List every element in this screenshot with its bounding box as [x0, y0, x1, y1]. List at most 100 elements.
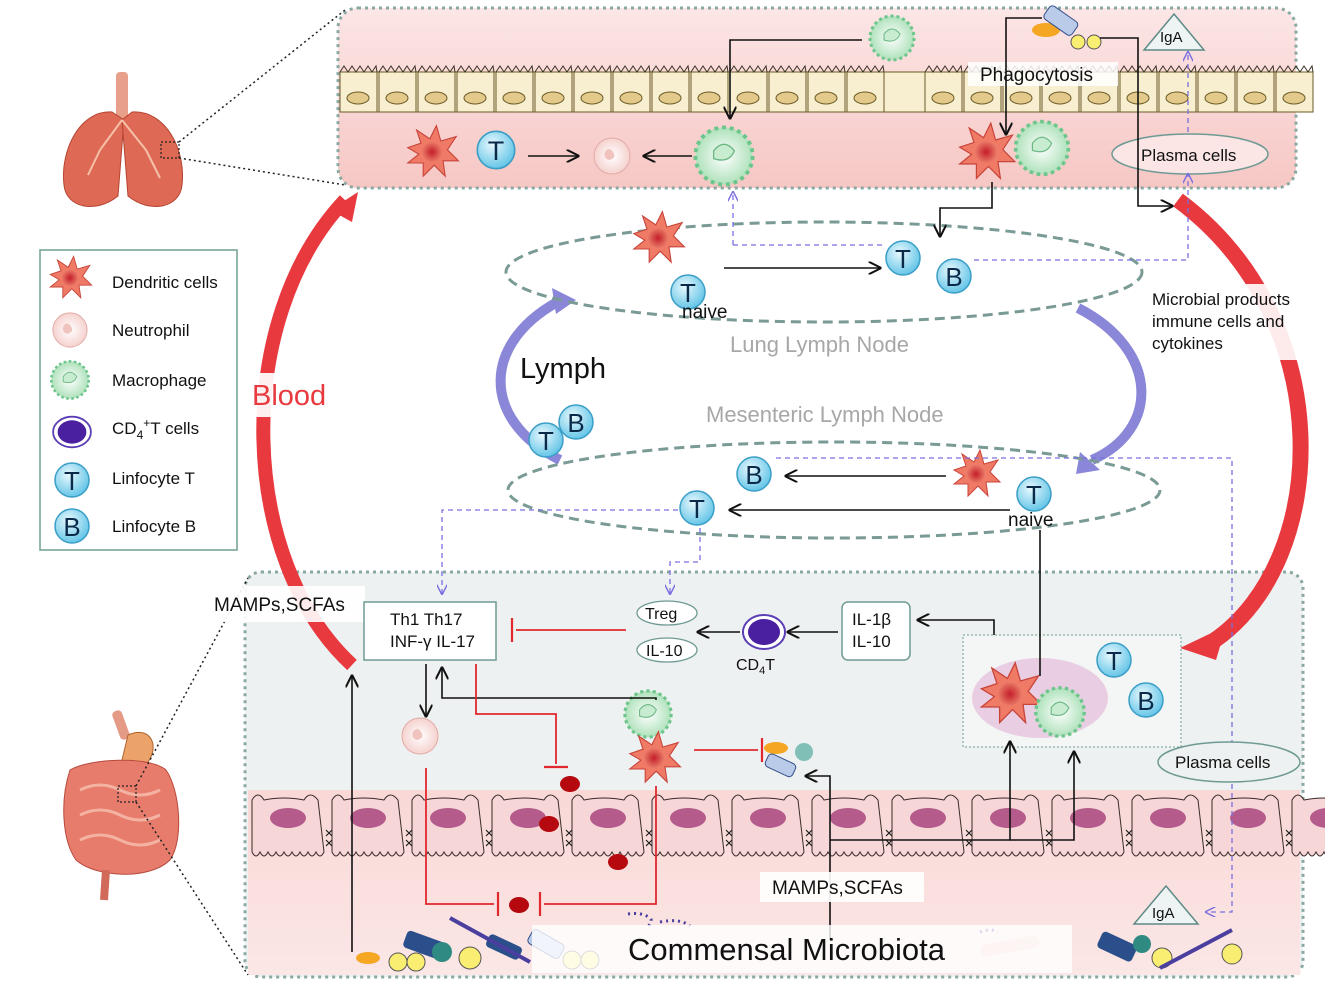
inhibit-neutrophil-path	[425, 768, 494, 905]
lung-epithelial-cell	[690, 64, 729, 113]
plasma-cells-bottom-label: Plasma cells	[1175, 753, 1270, 772]
arrow-up-to-mac-cluster	[1010, 752, 1074, 841]
svg-text:T: T	[1106, 646, 1122, 676]
mes-node-naive-t-cell: T	[1016, 476, 1052, 512]
gut-epithelial-cell	[251, 794, 333, 857]
gut-epithelium	[251, 794, 1325, 857]
legend-neutrophil-icon	[52, 312, 88, 348]
legend-b-icon: B	[54, 508, 90, 544]
lung-node-b-cell: B	[936, 258, 972, 294]
treg-badge	[636, 600, 698, 626]
gut-cluster-b-cell: B	[1128, 682, 1164, 718]
dashed-plasma-to-iga-bottom	[1206, 784, 1233, 912]
mamps-left-label: MAMPs,SCFAs	[214, 595, 345, 616]
microbe-shape	[449, 916, 531, 964]
legend-label-t: Linfocyte T	[112, 469, 195, 488]
arrow-microbe-to-dc	[1006, 17, 1042, 134]
treg-label: Treg	[645, 606, 677, 623]
microbial-products-bg	[1146, 284, 1318, 360]
inhibit-dc-path	[544, 786, 657, 905]
lung-epithelial-cell	[651, 64, 690, 113]
blood-label-bg	[244, 373, 362, 417]
dashed-t-to-th	[442, 509, 678, 594]
gut-epithelial-cell	[491, 794, 573, 857]
legend-label-dendritic: Dendritic cells	[112, 273, 218, 292]
arrow-microbe-to-blood	[1100, 37, 1172, 206]
lung-node-t-cell: T	[885, 240, 921, 276]
arrow-to-lung-macrophage	[730, 39, 862, 118]
gut-cluster-t-cell: T	[1096, 642, 1132, 678]
legend-box	[39, 249, 238, 551]
microbe-shape	[388, 952, 408, 972]
svg-text:B: B	[1137, 686, 1154, 716]
phagocytosis-bg	[968, 62, 1118, 86]
lung-epithelial-cell	[495, 64, 534, 113]
dashed-b-to-plasma	[974, 174, 1188, 261]
lung-epithelial-cell	[807, 64, 846, 113]
microbe-shape	[1159, 928, 1233, 970]
lung-epithelial-cell	[1236, 64, 1275, 113]
th-cytokine-label: Th1 Th17 INF-γ IL-17	[390, 610, 475, 651]
intestine-organ-icon	[63, 710, 180, 901]
cd4t-label: CD4T	[736, 657, 775, 677]
gut-epithelial-cell	[1131, 794, 1213, 857]
lung-epithelial-cell	[612, 64, 651, 113]
lung-epithelial-cell	[417, 64, 456, 113]
lung-epithelial-cell	[924, 64, 963, 113]
mamps-left-bg	[203, 586, 365, 622]
il-cytokine-box	[841, 601, 911, 661]
microbe-shape	[1133, 935, 1151, 953]
lung-lymph-node-label: Lung Lymph Node	[730, 332, 909, 357]
arrow-dc-to-th	[442, 668, 657, 700]
svg-text:T: T	[895, 244, 911, 274]
gut-epithelial-cell	[1291, 794, 1325, 857]
il-cytokine-label: IL-1β IL-10	[852, 610, 896, 651]
plasma-cells-top-label: Plasma cells	[1141, 146, 1236, 165]
lung-epithelial-cell	[846, 64, 885, 113]
lung-zoom-line-top	[178, 9, 346, 143]
blood-arrow-left-head	[330, 192, 358, 222]
iga-bottom: IgA	[1132, 884, 1200, 925]
lung-epithelial-cell	[729, 64, 768, 113]
microbial-products-label: Microbial products immune cells and cyto…	[1152, 290, 1295, 353]
lung-macrophage-right	[1013, 119, 1071, 177]
mesenteric-lymph-node-label: Mesenteric Lymph Node	[706, 402, 944, 427]
gut-epithelial-cell	[651, 794, 733, 857]
lymph-arrow-right	[1075, 303, 1147, 465]
gut-microbe-small	[764, 742, 813, 778]
svg-text:IgA: IgA	[1152, 905, 1175, 922]
mes-node-t-cell: T	[679, 490, 715, 526]
svg-text:T: T	[680, 278, 696, 308]
legend-t-icon: T	[54, 462, 90, 498]
lung-node-dendritic-cell	[633, 211, 685, 263]
microbe-shape	[432, 942, 452, 962]
microbe-shape	[1221, 943, 1243, 965]
mesenteric-lymph-node	[506, 440, 1162, 540]
lung-macrophage-left	[693, 125, 755, 187]
dashed-b-to-plasma-bottom	[776, 457, 1232, 752]
arrow-dc-to-node	[940, 182, 993, 236]
lymph-arrow-left-head	[552, 288, 576, 314]
svg-text:T: T	[64, 466, 80, 496]
legend-label-cd4: CD4+T cells	[112, 416, 199, 442]
gut-neutrophil	[401, 717, 439, 755]
svg-text:T: T	[689, 494, 705, 524]
lung-epithelial-cell	[534, 64, 573, 113]
dashed-t-to-treg	[670, 528, 701, 594]
lung-microbiota-cluster	[1032, 5, 1102, 50]
svg-text:T: T	[1026, 480, 1042, 510]
lung-epithelial-cell	[378, 64, 417, 113]
lung-zoom-line-bottom	[178, 157, 346, 186]
gut-cluster-macrophage	[1034, 686, 1086, 738]
microbe-shape	[356, 952, 380, 964]
naive-label-lung: naive	[682, 302, 727, 323]
inhibit-th-to-barrier	[475, 664, 557, 764]
microbe-shape	[406, 952, 426, 972]
gut-epithelial-cell	[331, 794, 413, 857]
microbe-shape	[458, 946, 482, 970]
lung-epithelial-cell	[573, 64, 612, 113]
blood-label: Blood	[252, 380, 326, 412]
mamps-bottom-bg	[760, 872, 924, 902]
